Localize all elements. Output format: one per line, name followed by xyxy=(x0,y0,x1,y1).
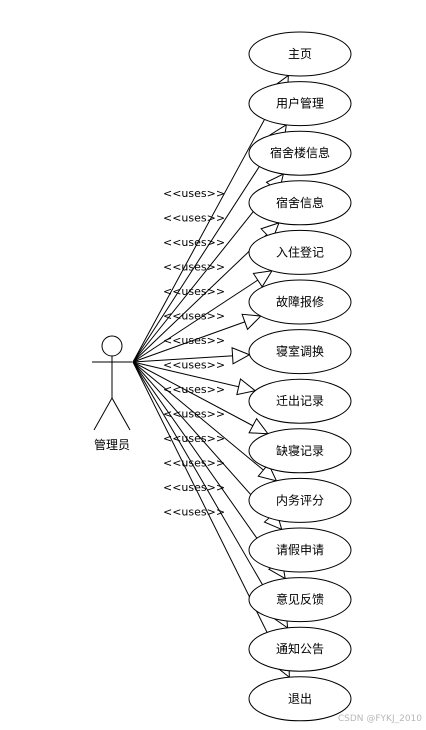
use-case-label: 主页 xyxy=(288,47,312,61)
uses-stereotype-label: <<uses>> xyxy=(163,481,225,494)
use-case-ellipse xyxy=(248,378,352,424)
use-case-label: 迁出记录 xyxy=(276,394,324,408)
uses-stereotype-label: <<uses>> xyxy=(163,457,225,470)
generalization-arrowhead xyxy=(257,462,278,482)
generalization-arrowhead xyxy=(231,347,251,365)
use-case-label: 入住登记 xyxy=(276,244,324,259)
uses-stereotype-label: <<uses>> xyxy=(163,187,225,200)
use-case-label: 通知公告 xyxy=(276,642,324,656)
uses-stereotype-label: <<uses>> xyxy=(163,310,225,323)
relationship-line xyxy=(132,361,289,629)
uses-stereotype-label: <<uses>> xyxy=(163,408,225,421)
actor-head xyxy=(101,335,123,357)
relationship-line xyxy=(132,315,261,363)
actor-figure xyxy=(92,335,132,431)
use-case-label: 用户管理 xyxy=(276,96,324,111)
use-cases: 主页用户管理宿舍楼信息宿舍信息入住登记故障报修寝室调换迁出记录缺寝记录内务评分请… xyxy=(248,31,352,722)
use-case-ellipse xyxy=(248,626,352,672)
generalization-arrowhead xyxy=(252,270,273,288)
relationship-line xyxy=(132,361,256,392)
relationship-lines xyxy=(132,74,290,679)
uses-stereotype-label: <<uses>> xyxy=(163,432,225,445)
uses-stereotype-label: <<uses>> xyxy=(163,212,225,225)
use-case-ellipse xyxy=(248,180,352,226)
actor-left-leg xyxy=(93,397,113,431)
relationship-line xyxy=(132,354,250,363)
uses-stereotype-label: <<uses>> xyxy=(163,261,225,274)
actor-right-leg xyxy=(111,397,131,431)
use-case-ellipse xyxy=(248,279,352,325)
uses-stereotype-label: <<uses>> xyxy=(163,236,225,249)
use-case-ellipse xyxy=(248,477,352,523)
use-case-ellipse xyxy=(248,577,352,623)
uses-stereotype-label: <<uses>> xyxy=(163,359,225,372)
relationship-line xyxy=(132,361,290,678)
uses-stereotype-label: <<uses>> xyxy=(163,383,225,396)
relationship-line xyxy=(132,270,273,363)
use-case-label: 内务评分 xyxy=(276,492,324,507)
watermark: CSDN @FYKJ_2010 xyxy=(337,714,422,724)
use-case-label: 退出 xyxy=(288,692,312,706)
use-case-label: 缺寝记录 xyxy=(276,443,324,458)
uses-stereotype-label: <<uses>> xyxy=(163,334,225,347)
use-case-label: 寝室调换 xyxy=(276,344,324,359)
uses-stereotype-label: <<uses>> xyxy=(163,506,225,519)
use-case-ellipse xyxy=(248,329,352,375)
use-case-label: 故障报修 xyxy=(276,294,324,309)
relationship-line xyxy=(132,361,269,435)
use-case-ellipse xyxy=(248,428,352,474)
use-case-ellipse xyxy=(248,676,352,722)
uses-stereotype-label: <<uses>> xyxy=(163,285,225,298)
use-case-label: 请假申请 xyxy=(276,543,324,557)
relationship-line xyxy=(132,361,277,482)
use-case-ellipse xyxy=(248,229,352,275)
use-case-label: 意见反馈 xyxy=(276,592,324,607)
use-case-ellipse xyxy=(248,527,352,573)
generalization-arrowhead xyxy=(236,378,257,396)
generalization-arrowhead xyxy=(260,222,280,242)
use-case-ellipse xyxy=(248,130,352,176)
generalization-arrowhead xyxy=(241,313,262,331)
relationship-line xyxy=(132,75,289,363)
relationship-labels: <<uses>> <<uses>> <<uses>> <<uses>> <<uses>>… xyxy=(163,187,225,519)
use-case-ellipse xyxy=(248,81,352,127)
use-case-ellipse xyxy=(248,31,352,77)
generalization-arrowhead xyxy=(248,417,269,435)
use-case-label: 宿舍楼信息 xyxy=(270,145,330,160)
use-case-label: 宿舍信息 xyxy=(276,195,324,210)
actor-label: 管理员 xyxy=(94,437,130,452)
